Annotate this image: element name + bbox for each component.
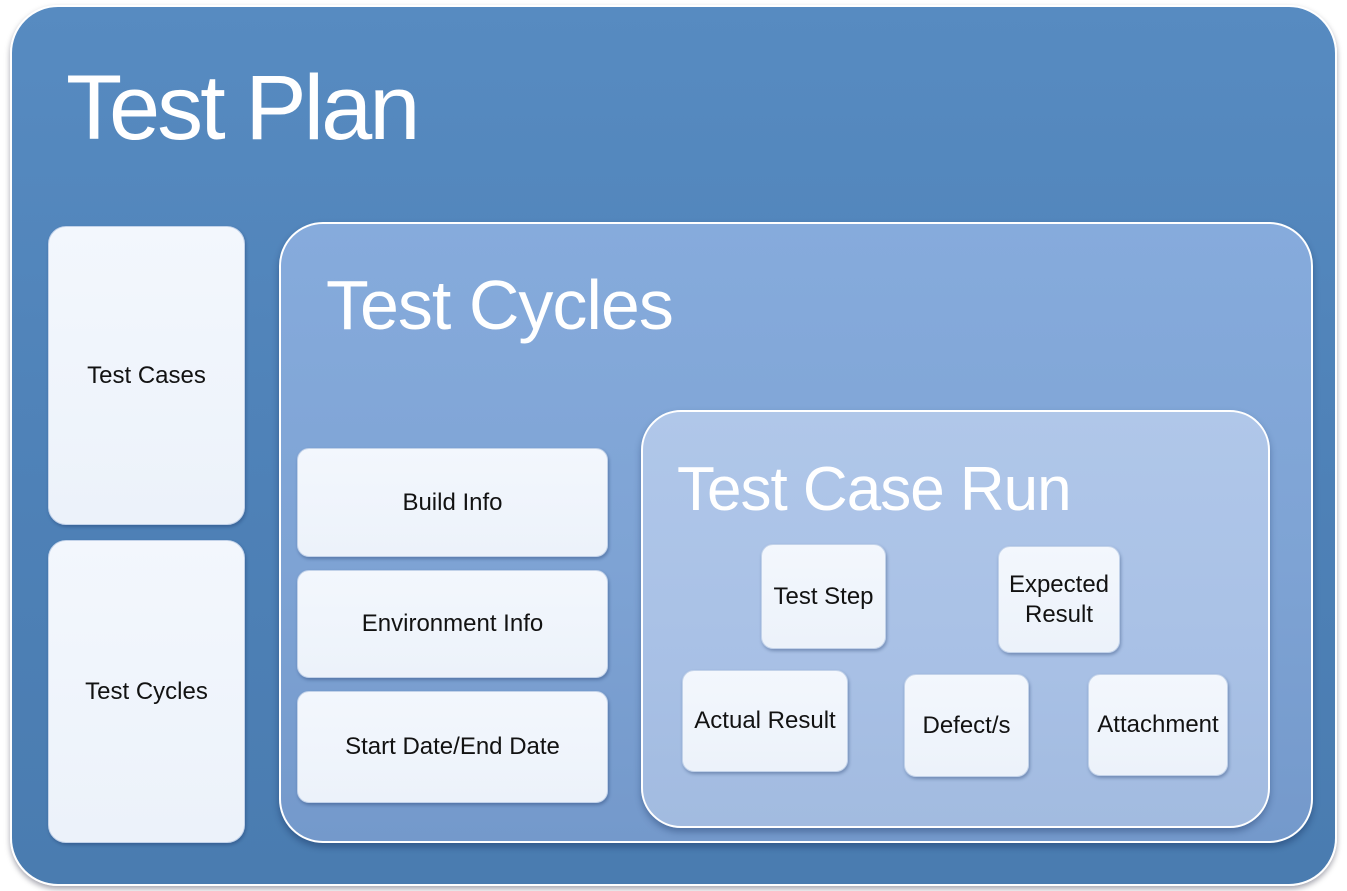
test-case-run-box: Test Case Run Test Step Expected Result … bbox=[641, 410, 1270, 828]
actual-result-box: Actual Result bbox=[682, 670, 848, 772]
test-cases-box: Test Cases bbox=[48, 226, 245, 525]
defects-label: Defect/s bbox=[922, 711, 1011, 739]
test-plan-box: Test Plan Test Cases Test Cycles Test Cy… bbox=[10, 5, 1337, 886]
build-info-label: Build Info bbox=[402, 488, 503, 516]
test-step-label: Test Step bbox=[773, 582, 874, 610]
build-info-box: Build Info bbox=[297, 448, 608, 557]
environment-info-box: Environment Info bbox=[297, 570, 608, 678]
test-plan-title: Test Plan bbox=[66, 57, 420, 159]
test-cycles-title: Test Cycles bbox=[326, 266, 674, 344]
attachment-label: Attachment bbox=[1097, 711, 1219, 738]
test-case-run-title: Test Case Run bbox=[677, 455, 1072, 524]
start-end-date-box: Start Date/End Date bbox=[297, 691, 608, 803]
test-cycles-ref-box: Test Cycles bbox=[48, 540, 245, 843]
expected-result-box: Expected Result bbox=[998, 546, 1120, 653]
actual-result-label: Actual Result bbox=[694, 707, 836, 734]
test-cases-label: Test Cases bbox=[87, 361, 206, 389]
test-cycles-ref-label: Test Cycles bbox=[85, 677, 208, 705]
start-end-date-label: Start Date/End Date bbox=[345, 733, 560, 760]
environment-info-label: Environment Info bbox=[361, 610, 544, 637]
expected-result-label: Expected Result bbox=[1008, 570, 1110, 628]
defects-box: Defect/s bbox=[904, 674, 1029, 777]
attachment-box: Attachment bbox=[1088, 674, 1228, 776]
test-cycles-box: Test Cycles Build Info Environment Info … bbox=[279, 222, 1313, 843]
test-step-box: Test Step bbox=[761, 544, 886, 649]
